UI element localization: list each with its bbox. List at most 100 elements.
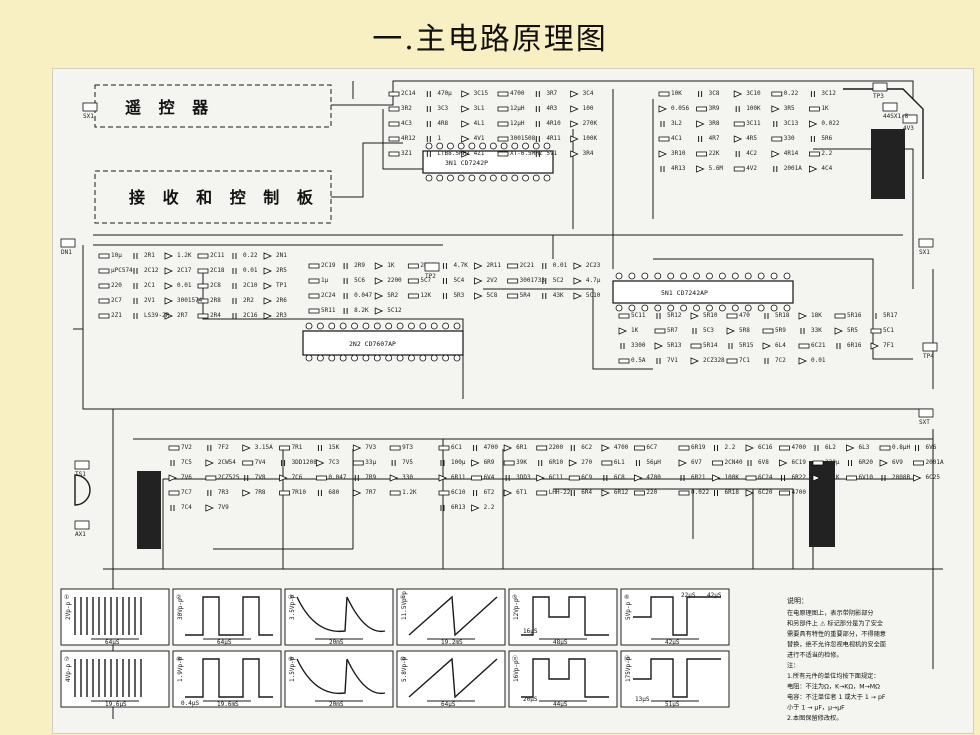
ic-pin [731,272,739,280]
component-label: 2N1 [276,252,287,259]
connector-label: 44SX1-8 [883,113,909,120]
component-label: 7R1 [292,444,303,451]
resistor-symbol [308,308,320,314]
component-label: 3R2 [401,105,412,112]
waveform-trace [408,657,498,699]
resistor-symbol [507,263,519,269]
diode-symbol [712,474,721,482]
component-label: 3001574 [177,297,203,304]
component-label: 2.2 [484,504,495,511]
ic-pin [408,322,415,330]
ic-pin [430,322,438,330]
capacitor-symbol [660,121,665,127]
capacitor-symbol [764,313,769,319]
capacitor-symbol [505,475,510,481]
component-label: 2R6 [276,297,287,304]
component-label: TP1 [276,282,287,289]
component-label: 6R12 [614,489,629,496]
component-label: 9T3 [402,444,413,451]
component-label: 7C2 [775,357,786,364]
diode-symbol [726,327,736,335]
capacitor-symbol [426,136,431,142]
component-label: 5R17 [883,312,898,319]
connector-label: TP3 [873,93,884,100]
resistor-symbol [389,490,401,496]
resistor-symbol [279,490,290,496]
component-label: 3001508 [510,135,536,142]
component-label: 3L2 [671,120,682,127]
capacitor-symbol [535,106,540,112]
capacitor-symbol [773,166,778,172]
diode-symbol [658,150,668,158]
resistor-symbol [497,151,509,157]
waveform-number: ⑦ [64,656,69,663]
capacitor-symbol [656,313,661,319]
component-label: 2R11 [487,262,502,269]
capacitor-symbol [698,136,703,142]
component-label: 3DD3 [516,474,531,481]
resistor-symbol [536,490,548,496]
waveform-box [60,650,170,708]
component-label: 4R7 [709,135,720,142]
component-label: 4.7K [453,262,468,269]
ic-pin [731,304,739,312]
diode-symbol [570,105,579,113]
resistor-symbol [438,445,450,451]
component-label: 7F2 [218,444,229,451]
component-label: 4700 [646,474,661,481]
component-label: 0.01 [243,267,258,274]
component-label: 5R11 [321,307,336,314]
resistor-symbol [407,278,419,284]
waveform-time: 64μS [441,701,456,708]
component-label: 4700 [484,444,499,451]
capacitor-symbol [442,293,447,299]
resistor-symbol [654,328,666,334]
ic-pin [316,354,324,362]
diode-symbol [503,444,513,452]
component-label: 3R10 [671,150,686,157]
ic-3n1 [422,150,554,174]
component-label: 3R8 [709,120,720,127]
ic-pin [693,272,700,280]
component-label: 7V1 [667,357,678,364]
resistor-symbol [696,151,707,157]
waveform-extra-time: 22μS [681,592,696,599]
component-label: 3C15 [474,90,489,97]
ic-pin [532,142,540,150]
ic-pin [479,142,487,150]
waveform-time: 48μS [553,639,568,646]
component-label: 6R16 [847,342,862,349]
component-label: 2.2 [821,150,832,157]
component-label: 3C8 [709,90,720,97]
ic-pin [522,174,529,182]
diode-symbol [205,459,214,467]
degauss-coil [74,474,91,506]
component-label: 2001A [926,459,944,466]
ic-pin [667,304,675,312]
component-label: 100K [746,105,761,112]
waveform-box [172,650,282,708]
waveform-amplitude: 30Vp-p [177,598,184,620]
component-label: 7R10 [292,489,307,496]
component-label: 8.2K [354,307,369,314]
component-label: 5R6 [821,135,832,142]
component-label: 5C4 [453,277,464,284]
component-label: 0.5A [631,357,646,364]
diode-symbol [164,312,174,320]
resistor-symbol [733,121,745,127]
component-label: 2R3 [276,312,287,319]
ic-pin [489,174,497,182]
component-label: 3C10 [746,90,761,97]
component-label: 2001A [784,165,802,172]
component-label: 2C7 [111,297,122,304]
component-label: 5C2 [553,277,564,284]
component-label: 6R13 [451,504,466,511]
diode-symbol [316,459,325,467]
capacitor-symbol [354,475,359,481]
capacitor-symbol [535,91,540,97]
diode-symbol [164,297,174,305]
